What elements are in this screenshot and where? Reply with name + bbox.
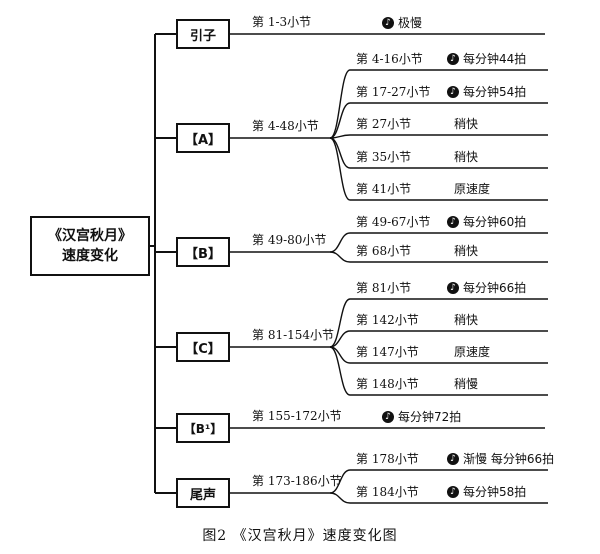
subsection-tempo: 稍快 [454, 150, 478, 164]
section-box: 尾声 [176, 478, 230, 508]
tempo-text: 稍快 [454, 150, 479, 164]
figure-caption: 图2 《汉宫秋月》速度变化图 [202, 528, 398, 544]
tempo-text: 原速度 [454, 345, 491, 359]
music-note-icon: ♪ [447, 282, 459, 294]
tempo-text: 原速度 [454, 182, 491, 196]
music-note-icon: ♪ [447, 216, 459, 228]
root-node: 《汉宫秋月》 速度变化 [30, 216, 150, 276]
root-title: 《汉宫秋月》 [48, 228, 132, 244]
branch-curve [329, 298, 351, 348]
subsection-tempo: 稍快 [454, 117, 478, 131]
music-note-icon: ♪ [447, 453, 459, 465]
subsection-tempo: 原速度 [454, 182, 490, 196]
subsection-tempo: 稍快 [454, 313, 478, 327]
subsection-tempo: ♪ 每分钟58拍 [447, 485, 526, 499]
tempo-text: 每分钟72拍 [398, 410, 462, 424]
subsection-label: 第 147小节 [356, 345, 419, 359]
section-box: 【B】 [176, 237, 230, 267]
tempo-text: 稍快 [454, 117, 479, 131]
tempo-text: 稍快 [454, 244, 479, 258]
subsection-label: 第 4-16小节 [356, 52, 423, 66]
tempo-text: 渐慢 每分钟66拍 [463, 452, 555, 466]
subsection-label: 第 81小节 [356, 281, 412, 295]
section-box: 【C】 [176, 332, 230, 362]
subsection-label: 第 17-27小节 [356, 85, 431, 99]
section-range-label: 第 155-172小节 [252, 409, 342, 423]
tempo-text: 每分钟66拍 [463, 281, 527, 295]
section-tempo: ♪ 极慢 [382, 16, 422, 30]
section-box: 【B¹】 [176, 413, 230, 443]
subsection-label: 第 49-67小节 [356, 215, 431, 229]
subsection-label: 第 35小节 [356, 150, 412, 164]
subsection-label: 第 178小节 [356, 452, 419, 466]
subsection-tempo: ♪ 渐慢 每分钟66拍 [447, 452, 554, 466]
section-range-label: 第 49-80小节 [252, 233, 327, 247]
subsection-label: 第 148小节 [356, 377, 419, 391]
subsection-tempo: 原速度 [454, 345, 490, 359]
section-range-label: 第 1-3小节 [252, 15, 312, 29]
subsection-tempo: 稍慢 [454, 377, 478, 391]
subsection-label: 第 184小节 [356, 485, 419, 499]
section-box: 引子 [176, 19, 230, 49]
branch-curve [329, 330, 351, 348]
subsection-tempo: 稍快 [454, 244, 478, 258]
tempo-text: 每分钟44拍 [463, 52, 527, 66]
music-note-icon: ♪ [447, 53, 459, 65]
root-subtitle: 速度变化 [62, 248, 118, 264]
subsection-label: 第 41小节 [356, 182, 412, 196]
subsection-tempo: ♪ 每分钟66拍 [447, 281, 526, 295]
branch-curve [329, 492, 351, 504]
subsection-tempo: ♪ 每分钟54拍 [447, 85, 526, 99]
subsection-tempo: ♪ 每分钟44拍 [447, 52, 526, 66]
subsection-label: 第 27小节 [356, 117, 412, 131]
branch-curve [329, 469, 351, 494]
subsection-label: 第 142小节 [356, 313, 419, 327]
subsection-tempo: ♪ 每分钟60拍 [447, 215, 526, 229]
music-note-icon: ♪ [382, 17, 394, 29]
tempo-text: 极慢 [398, 16, 423, 30]
section-range-label: 第 173-186小节 [252, 474, 342, 488]
branch-curve [329, 232, 351, 253]
tempo-text: 每分钟54拍 [463, 85, 527, 99]
section-range-label: 第 81-154小节 [252, 328, 335, 342]
music-note-icon: ♪ [447, 486, 459, 498]
tempo-text: 稍慢 [454, 377, 479, 391]
branch-curve [329, 102, 351, 139]
tempo-text: 每分钟60拍 [463, 215, 527, 229]
branch-curve [329, 251, 351, 263]
tempo-text: 稍快 [454, 313, 479, 327]
branch-curve [329, 137, 351, 201]
music-note-icon: ♪ [382, 411, 394, 423]
section-box: 【A】 [176, 123, 230, 153]
music-note-icon: ♪ [447, 86, 459, 98]
subsection-label: 第 68小节 [356, 244, 412, 258]
branch-curve [329, 137, 351, 169]
branch-curve [329, 346, 351, 396]
section-range-label: 第 4-48小节 [252, 119, 319, 133]
section-tempo: ♪ 每分钟72拍 [382, 410, 461, 424]
tempo-text: 每分钟58拍 [463, 485, 527, 499]
